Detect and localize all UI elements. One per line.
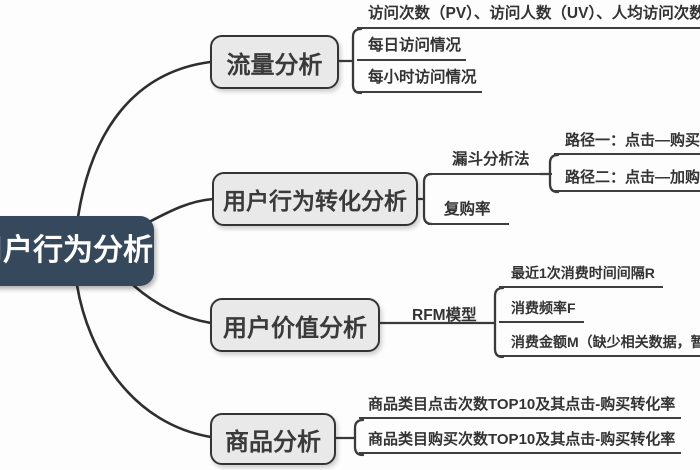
curve-root-to-product [75, 283, 213, 439]
node-traffic-analysis[interactable]: 流量分析 [210, 35, 339, 89]
leaf-daily-visits[interactable]: 每日访问情况 [357, 36, 467, 61]
node-user-behavior-conversion-analysis[interactable]: 用户行为转化分析 [212, 172, 418, 226]
curve-root-to-traffic [76, 60, 212, 219]
bracket-conversion [422, 172, 434, 226]
leaf-path-1-click-buy[interactable]: 路径一：点击—购买 [554, 131, 700, 155]
curve-root-to-value [131, 283, 213, 325]
bracket-traffic [351, 27, 363, 95]
leaf-recency-r[interactable]: 最近1次消费时间间隔R [499, 264, 663, 288]
leaf-frequency-f[interactable]: 消费频率F [499, 299, 584, 323]
node-product-analysis[interactable]: 商品分析 [210, 413, 336, 465]
leaf-repurchase-rate[interactable]: 复购率 [428, 200, 509, 225]
bracket-product [353, 418, 365, 457]
root-node-label: 用户行为分析 [0, 234, 153, 267]
leaf-monetary-m[interactable]: 消费金额M（缺少相关数据，暂 [499, 333, 700, 357]
bracket-rfm [493, 286, 505, 359]
node-user-value-analysis[interactable]: 用户价值分析 [210, 298, 380, 352]
leaf-hourly-visits[interactable]: 每小时访问情况 [357, 68, 482, 93]
leaf-category-purchase-top10[interactable]: 商品类目购买次数TOP10及其点击-购买转化率 [359, 430, 682, 454]
subnode-funnel-analysis[interactable]: 漏斗分析法 [428, 150, 552, 175]
root-node-user-behavior-analysis[interactable]: 用户行为分析 [0, 216, 154, 286]
curve-root-to-conversion [149, 197, 215, 223]
leaf-path-2-click-addcart[interactable]: 路径二：点击—加购/收 [554, 168, 700, 192]
leaf-category-click-top10[interactable]: 商品类目点击次数TOP10及其点击-购买转化率 [359, 395, 682, 419]
leaf-visit-counts-pv-uv[interactable]: 访问次数（PV）、访问人数（UV）、人均访问次数（ [357, 4, 700, 29]
subnode-rfm-model[interactable]: RFM模型 [412, 307, 477, 324]
